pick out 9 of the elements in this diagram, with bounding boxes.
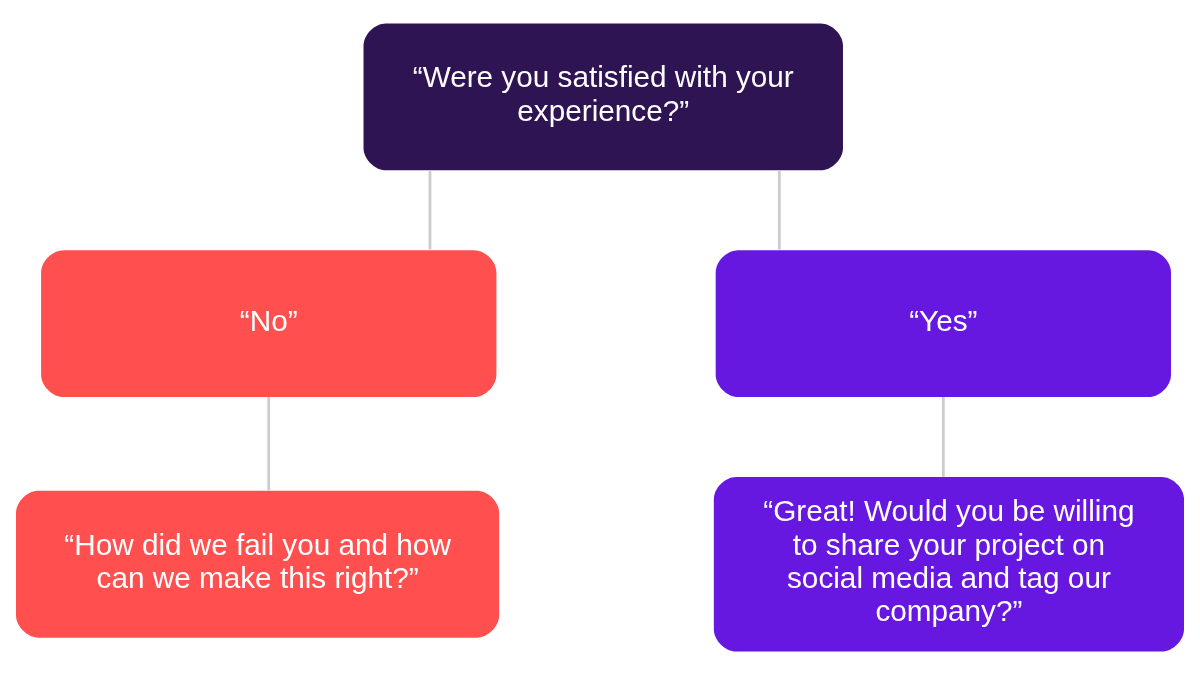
connector [428,170,432,250]
connector [777,170,781,250]
connector [941,397,945,477]
node-box: “Were you satisfied with your experience?” [363,23,843,171]
node-box: “Yes” [715,250,1171,397]
node-box: “Great! Would you be willing to share your project on social media and tag our company?” [713,476,1184,652]
node-box: “How did we fail you and how can we make this right?” [16,490,500,638]
node-box: “No” [41,250,497,397]
connector [267,397,271,491]
